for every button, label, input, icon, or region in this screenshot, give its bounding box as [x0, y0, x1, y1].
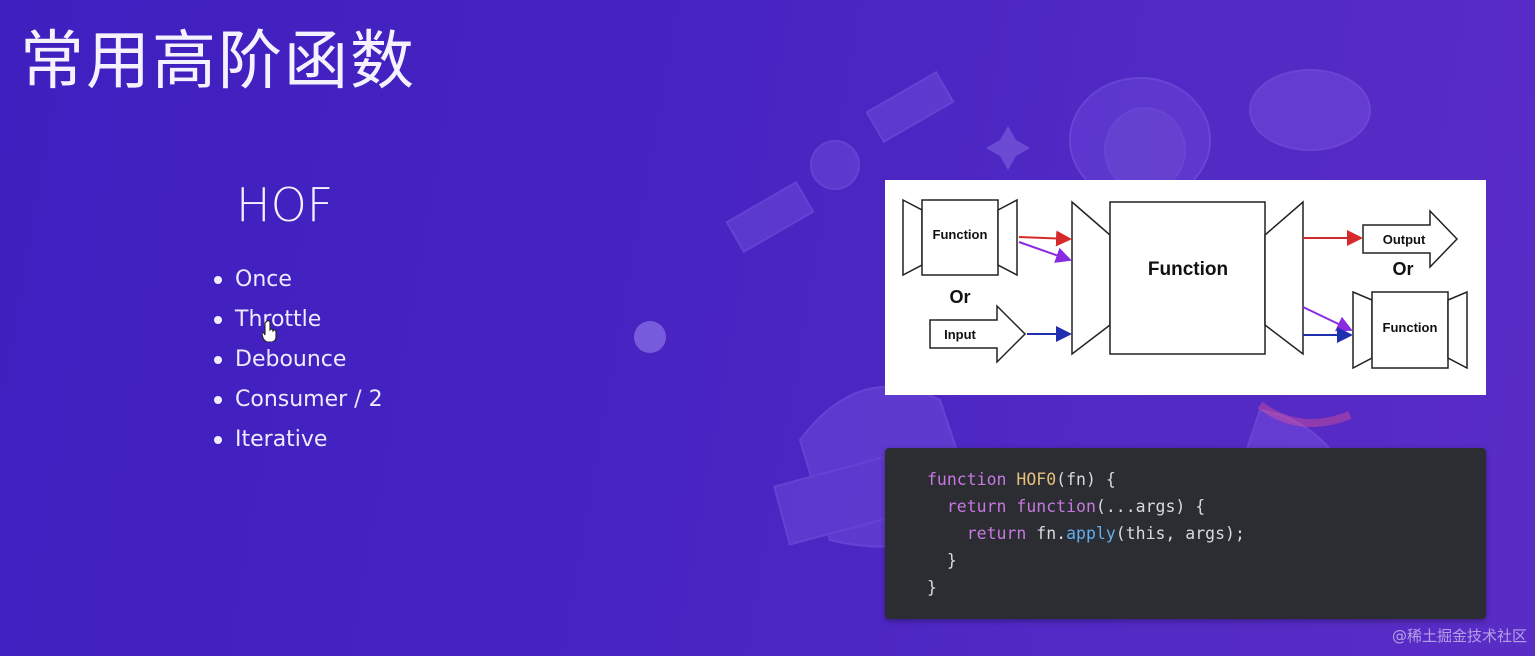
input-arrow-shape: [929, 304, 1027, 364]
center-function-input-funnel: [1071, 200, 1111, 356]
purple-arrow-right: [1302, 306, 1353, 332]
right-function-input-funnel: [1352, 290, 1373, 370]
output-label: Output: [1383, 232, 1426, 247]
output-arrow-shape: [1362, 209, 1459, 269]
code-token: apply: [1066, 524, 1116, 543]
code-block: function HOF0(fn) { return function(...a…: [885, 448, 1486, 619]
left-function-input-funnel: [902, 198, 923, 277]
left-or-label: Or: [949, 287, 970, 307]
list-item: Consumer / 2: [214, 385, 383, 425]
code-text: function HOF0(fn) { return function(...a…: [927, 470, 1245, 597]
right-function-label: Function: [1383, 320, 1438, 335]
center-function-label: Function: [1148, 259, 1228, 280]
right-or-label: Or: [1392, 259, 1413, 279]
purple-arrow-left: [1018, 241, 1072, 263]
code-token: (this, args);: [1115, 524, 1245, 543]
left-function-output-funnel: [997, 198, 1018, 277]
astronaut-illustration: [634, 69, 1371, 562]
left-function-label: Function: [933, 227, 988, 242]
hand-cursor-icon: [262, 320, 277, 342]
watermark: @稀土掘金技术社区: [1391, 627, 1527, 645]
code-token: function: [927, 470, 1007, 489]
code-token: HOF0: [1016, 470, 1057, 489]
section-heading: HOF: [236, 178, 334, 232]
red-arrow-left: [1018, 230, 1072, 247]
right-function-output-funnel: [1447, 290, 1468, 370]
left-function-box: [921, 199, 999, 276]
list-item: Throttle: [214, 305, 383, 345]
list-item: Debounce: [214, 345, 383, 385]
hof-diagram: Function Or Input Function Output Or Fun…: [885, 180, 1486, 395]
list-item: Iterative: [214, 425, 383, 465]
list-item: Once: [214, 265, 383, 305]
code-token: function: [1016, 497, 1096, 516]
center-function-box: [1109, 201, 1266, 355]
right-function-box: [1371, 291, 1449, 369]
center-function-output-funnel: [1264, 200, 1304, 356]
hof-list: Once Throttle Debounce Consumer / 2 Iter…: [214, 265, 383, 465]
code-token: return: [927, 524, 1027, 543]
page-title: 常用高阶函数: [20, 25, 416, 99]
input-label: Input: [944, 327, 976, 342]
code-token: return: [927, 497, 1007, 516]
